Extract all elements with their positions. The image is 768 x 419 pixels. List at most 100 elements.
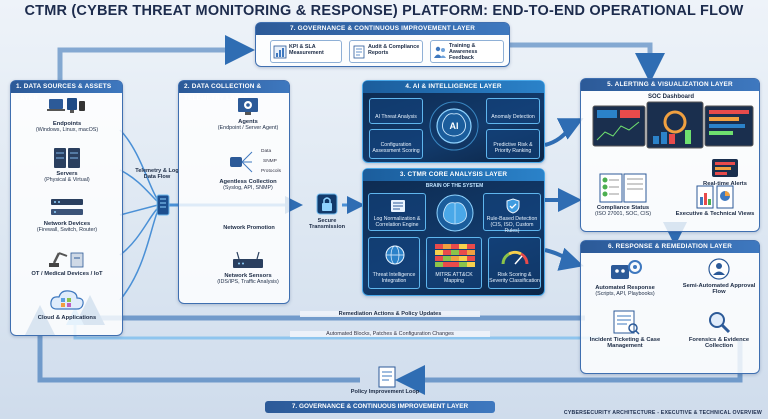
sensors-item[interactable]: Network Sensors (IDS/IPS, Traffic Analys… bbox=[207, 251, 289, 285]
server-icon bbox=[54, 148, 80, 168]
endpoints-item[interactable]: Endpoints (Windows, Linux, macOS) bbox=[15, 97, 119, 133]
checklist-icon bbox=[599, 173, 647, 203]
agentless-item[interactable]: Agentless Collection (Syslog, API, SNMP) bbox=[207, 147, 289, 191]
endpoints-sub: (Windows, Linux, macOS) bbox=[35, 127, 99, 134]
tag-snmp: SNMP bbox=[263, 159, 277, 164]
laptop-icon bbox=[47, 98, 85, 113]
cloud-apps-title: Cloud & Applications bbox=[37, 315, 97, 321]
policy-loop-item[interactable] bbox=[358, 366, 416, 388]
ot-devices-title: OT / Medical Devices / IoT bbox=[31, 271, 103, 277]
policy-document-icon bbox=[378, 366, 396, 388]
layer3-header: 3. CTMR CORE ANALYSIS LAYER bbox=[363, 169, 544, 181]
layer5-panel: 5. ALERTING & VISUALIZATION LAYER SOC Da… bbox=[580, 78, 760, 232]
training-card[interactable]: Training & Awareness Feedback bbox=[430, 40, 504, 63]
layer2-header: 2. DATA COLLECTION & TELEMETRY LAYER bbox=[179, 81, 289, 102]
training-label: Training & Awareness Feedback bbox=[449, 43, 478, 62]
agents-title: Agents bbox=[238, 119, 258, 125]
threat-intel[interactable]: Threat Intelligence Integration bbox=[368, 237, 420, 289]
matrix-grid-icon bbox=[435, 244, 475, 267]
automated-label: Automated Blocks, Patches & Configuratio… bbox=[290, 331, 490, 337]
network-devices-sub: (Firewall, Switch, Router) bbox=[36, 227, 98, 234]
alert-icon bbox=[712, 159, 738, 177]
anomaly-detection[interactable]: Anomaly Detection bbox=[486, 98, 540, 124]
brain-subtitle: BRAIN OF THE SYSTEM bbox=[425, 183, 484, 189]
chart-icon bbox=[273, 45, 287, 59]
page-title: CTMR (CYBER THREAT MONITORING & RESPONSE… bbox=[24, 3, 744, 19]
people-icon bbox=[434, 46, 446, 58]
governance-top-header: 7. GOVERNANCE & CONTINUOUS IMPROVEMENT L… bbox=[256, 23, 509, 35]
ai-brain-icon: AI bbox=[429, 101, 479, 151]
configuration-assessment[interactable]: Configuration Assessment Scoring bbox=[369, 129, 423, 159]
soc-dashboard-icon[interactable] bbox=[587, 101, 755, 154]
exec-views-item[interactable]: Executive & Technical Views bbox=[673, 185, 757, 217]
compliance-status-title: Compliance Status bbox=[596, 205, 650, 211]
log-icon bbox=[391, 200, 405, 212]
shield-icon bbox=[506, 198, 520, 214]
predictive-risk[interactable]: Predictive Risk & Priority Ranking bbox=[486, 129, 540, 159]
layer3-panel: 3. CTMR CORE ANALYSIS LAYER BRAIN OF THE… bbox=[362, 168, 545, 296]
forensics-title: Forensics & Evidence Collection bbox=[688, 337, 750, 350]
semi-automated-title: Semi-Automated Approval Flow bbox=[682, 283, 756, 296]
footer-caption: CYBERSECURITY ARCHITECTURE - EXECUTIVE &… bbox=[563, 410, 762, 416]
automated-response-item[interactable]: Automated Response (Scripts, API, Playbo… bbox=[585, 257, 665, 297]
sensors-title: Network Sensors bbox=[224, 273, 272, 279]
ai-threat-analysis[interactable]: AI Threat Analysis bbox=[369, 98, 423, 124]
exec-views-title: Executive & Technical Views bbox=[675, 211, 755, 217]
cloud-icon bbox=[50, 290, 84, 310]
lock-icon bbox=[316, 193, 338, 215]
audit-card[interactable]: Audit & Compliance Reports bbox=[349, 40, 423, 63]
layer6-panel: 6. RESPONSE & REMEDIATION LAYER Automate… bbox=[580, 240, 760, 374]
robot-gear-icon bbox=[611, 260, 642, 279]
compliance-status-item[interactable]: Compliance Status (ISO 27001, SOC, CIS) bbox=[587, 173, 659, 217]
secure-transmission-item[interactable]: Secure Transmission bbox=[300, 192, 354, 231]
approval-icon bbox=[708, 258, 730, 280]
semi-automated-item[interactable]: Semi-Automated Approval Flow bbox=[681, 257, 757, 295]
network-devices-item[interactable]: Network Devices (Firewall, Switch, Route… bbox=[15, 197, 119, 233]
layer5-header: 5. ALERTING & VISUALIZATION LAYER bbox=[581, 79, 759, 91]
layer2-panel: 2. DATA COLLECTION & TELEMETRY LAYER Age… bbox=[178, 80, 290, 304]
governance-bottom-header: 7. GOVERNANCE & CONTINUOUS IMPROVEMENT L… bbox=[265, 401, 495, 413]
mitre-mapping[interactable]: MITRE ATT&CK Mapping bbox=[426, 237, 482, 289]
agentless-sub: (Syslog, API, SNMP) bbox=[223, 185, 273, 192]
automated-response-sub: (Scripts, API, Playbooks) bbox=[595, 291, 655, 298]
kpi-card[interactable]: KPI & SLA Measurement bbox=[270, 40, 342, 63]
servers-sub: (Physical & Virtual) bbox=[44, 177, 90, 184]
rule-based-detection[interactable]: Rule-Based Detection (CIS, ISO, Custom R… bbox=[483, 193, 541, 234]
layer4-header: 4. AI & INTELLIGENCE LAYER bbox=[363, 81, 544, 93]
automated-response-title: Automated Response bbox=[595, 285, 655, 291]
document-icon bbox=[353, 45, 365, 59]
agents-item[interactable]: Agents (Endpoint / Server Agent) bbox=[207, 97, 289, 131]
risk-scoring[interactable]: Risk Scoring & Severity Classification bbox=[488, 237, 541, 289]
forensics-item[interactable]: Forensics & Evidence Collection bbox=[681, 309, 757, 349]
layer6-header: 6. RESPONSE & REMEDIATION LAYER bbox=[581, 241, 759, 253]
compliance-status-sub: (ISO 27001, SOC, CIS) bbox=[594, 211, 652, 218]
sensors-sub: (IDS/IPS, Traffic Analysis) bbox=[217, 279, 279, 286]
secure-transmission-label: Secure Transmission bbox=[308, 218, 346, 231]
network-promotion-label: Network Promotion bbox=[223, 225, 275, 231]
ticket-icon bbox=[613, 310, 640, 335]
report-icon bbox=[696, 185, 734, 209]
log-normalization[interactable]: Log Normalization & Correlation Engine bbox=[368, 193, 426, 231]
incident-ticketing-item[interactable]: Incident Ticketing & Case Management bbox=[585, 309, 665, 349]
gauge-icon bbox=[501, 250, 529, 265]
hub-icon bbox=[156, 194, 170, 216]
ot-devices-item[interactable]: OT / Medical Devices / IoT bbox=[15, 247, 119, 277]
endpoints-title: Endpoints bbox=[52, 121, 82, 127]
gear-icon bbox=[238, 98, 258, 115]
router-icon bbox=[51, 199, 83, 215]
agents-sub: (Endpoint / Server Agent) bbox=[217, 125, 279, 132]
sensor-icon bbox=[233, 251, 263, 268]
layer1-header: 1. DATA SOURCES & ASSETS LAYER bbox=[11, 81, 122, 102]
soc-title: SOC Dashboard bbox=[647, 94, 694, 100]
kpi-label: KPI & SLA Measurement bbox=[289, 44, 324, 57]
governance-top-panel: 7. GOVERNANCE & CONTINUOUS IMPROVEMENT L… bbox=[255, 22, 510, 67]
remediation-label: Remediation Actions & Policy Updates bbox=[300, 311, 480, 318]
realtime-alerts-title: Real-time Alerts bbox=[703, 181, 747, 187]
telemetry-label: Telemetry & Log Data Flow bbox=[135, 168, 179, 181]
audit-label: Audit & Compliance Reports bbox=[368, 44, 420, 57]
realtime-alerts-item[interactable]: Real-time Alerts bbox=[693, 157, 757, 187]
servers-item[interactable]: Servers (Physical & Virtual) bbox=[15, 147, 119, 183]
agentless-title: Agentless Collection bbox=[219, 179, 277, 185]
cloud-apps-item[interactable]: Cloud & Applications bbox=[15, 287, 119, 321]
robot-arm-icon bbox=[49, 252, 84, 268]
